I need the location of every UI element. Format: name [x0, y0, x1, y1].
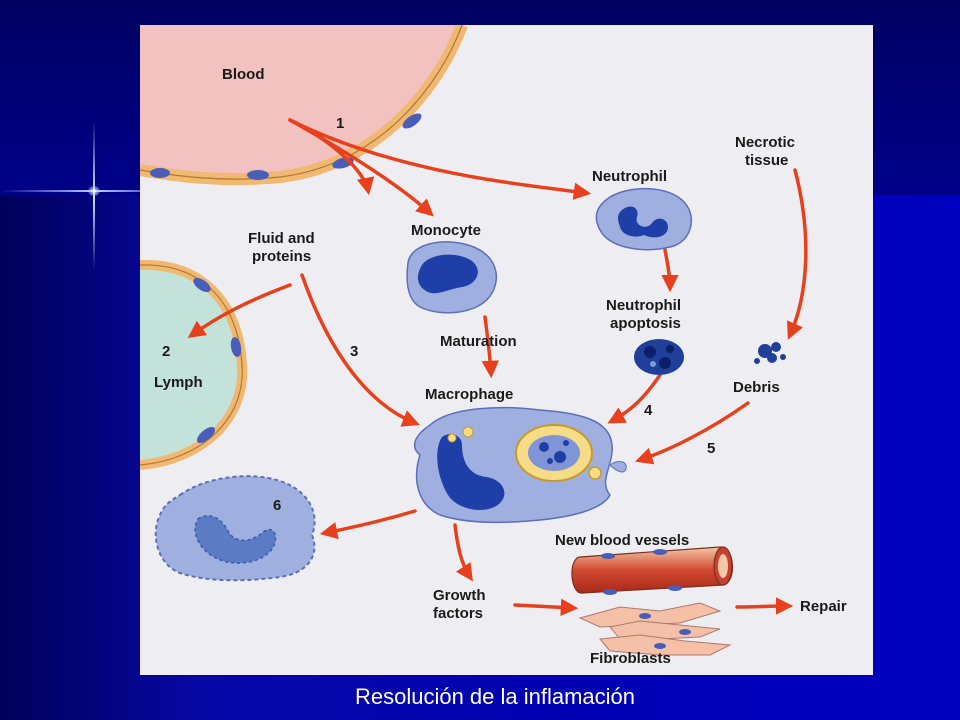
- label-repair: Repair: [800, 598, 847, 615]
- label-necrotic-line2: tissue: [745, 152, 788, 169]
- new-blood-vessel: [571, 546, 734, 595]
- arrow-to-six: [319, 509, 417, 540]
- arrow-to-macrophage: [300, 273, 420, 427]
- diagram-canvas: Blood 1 Neutrophil Necrotic tissue Fluid…: [140, 25, 847, 667]
- macrophage-cell: [413, 406, 627, 524]
- slide-caption: Resolución de la inflamación: [354, 684, 636, 709]
- debris-particles: [754, 342, 786, 364]
- label-debris: Debris: [733, 379, 780, 396]
- arrow-maturation: [481, 315, 500, 379]
- label-maturation: Maturation: [440, 333, 517, 350]
- sparkle-core: [88, 186, 100, 196]
- label-step-6: 6: [273, 497, 281, 514]
- label-necrotic-line1: Necrotic: [735, 134, 795, 151]
- flow-arrows: [187, 118, 808, 617]
- arrow-to-vessels: [513, 598, 579, 617]
- label-neutrophil-apoptosis-line2: apoptosis: [610, 315, 681, 332]
- label-lymph: Lymph: [154, 374, 203, 391]
- cell-six: [154, 475, 316, 582]
- label-new-blood-vessels: New blood vessels: [555, 532, 689, 549]
- neutrophil-cell: [595, 187, 693, 251]
- label-growth-line2: factors: [433, 605, 483, 622]
- arrow-to-lymph: [187, 283, 292, 339]
- label-blood: Blood: [222, 66, 265, 83]
- arrow-necrotic-to-debris: [787, 168, 808, 340]
- apoptotic-neutrophil: [634, 339, 684, 375]
- arrow-to-repair: [735, 597, 794, 615]
- arrow-to-monocyte: [288, 118, 434, 217]
- label-growth-line1: Growth: [433, 587, 486, 604]
- label-step-4: 4: [644, 402, 653, 419]
- inflammation-diagram: Blood 1 Neutrophil Necrotic tissue Fluid…: [140, 25, 873, 675]
- label-fluid-line1: Fluid and: [248, 230, 315, 247]
- label-step-2: 2: [162, 343, 170, 360]
- lymph-vessel: [140, 259, 248, 470]
- label-step-5: 5: [707, 440, 715, 457]
- monocyte-cell: [406, 241, 497, 314]
- label-monocyte: Monocyte: [411, 222, 481, 239]
- label-step-3: 3: [350, 343, 358, 360]
- label-neutrophil: Neutrophil: [592, 168, 667, 185]
- arrow-apoptosis-to-macrophage: [607, 373, 662, 424]
- label-neutrophil-apoptosis-line1: Neutrophil: [606, 297, 681, 314]
- label-step-1: 1: [336, 115, 344, 132]
- label-macrophage: Macrophage: [425, 386, 513, 403]
- arrow-to-growth-factors: [453, 523, 473, 582]
- arrow-debris-to-macrophage: [635, 401, 750, 465]
- label-fibroblasts: Fibroblasts: [590, 650, 671, 667]
- blood-vessel: [140, 25, 468, 186]
- arrow-to-neutrophil: [288, 118, 592, 200]
- arrow-to-apoptosis: [661, 248, 679, 293]
- fibroblasts: [578, 602, 732, 656]
- label-fluid-line2: proteins: [252, 248, 311, 265]
